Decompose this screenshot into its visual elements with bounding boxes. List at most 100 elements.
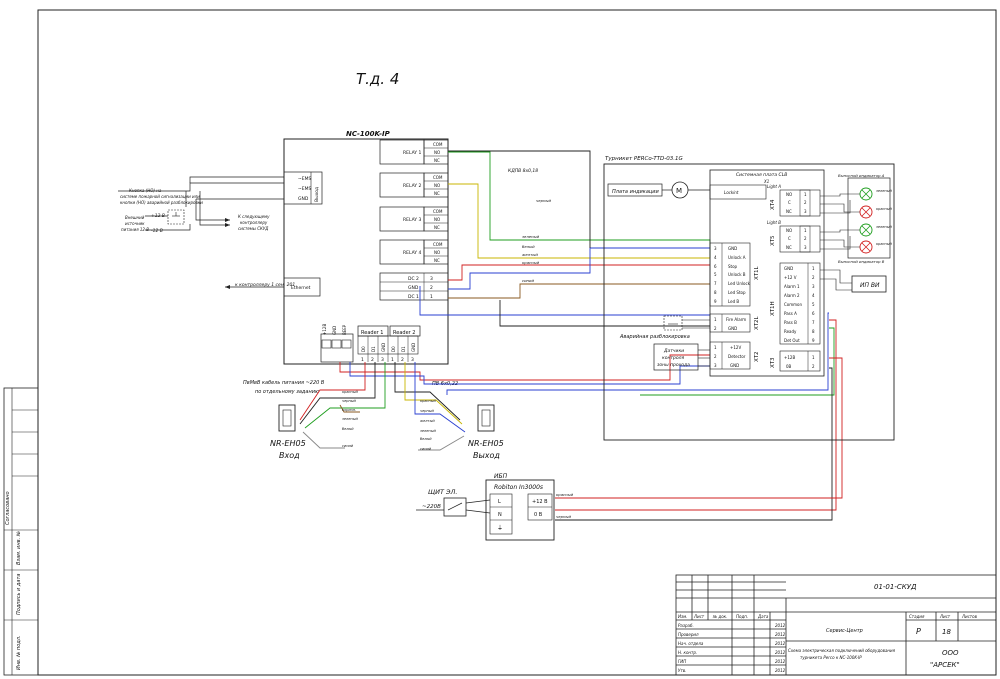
company-name: Сервис-Центр (826, 628, 863, 634)
board-title: Системная плата CLB (736, 172, 787, 178)
xt1h-pin-num-3: 3 (812, 284, 815, 289)
board-x1: X1 (763, 179, 769, 184)
xt1l-pin-num-7: 9 (714, 299, 717, 304)
rd2-black: черный (420, 409, 434, 413)
stamp-date-5: 2012 (775, 659, 786, 664)
xt1h-pin-num-5: 5 (812, 302, 815, 307)
xt5-nc: NC (786, 245, 792, 250)
xt1h-pin-3: Alarm 1 (784, 284, 800, 289)
ups-block: ИБП Robiton In3000s L N ⏚ +12 В 0 В ЩИТ … (416, 473, 574, 541)
strip-label-signature: Подпись и дата (16, 574, 22, 615)
xt5-no: NO (786, 228, 792, 233)
ups-terminal-l: L (498, 499, 501, 505)
relay-2: RELAY 2 СОМ NO NC (379, 172, 449, 198)
xt1l-terminal: XT1L 3 GND 4 Unlock A 6 Stop 5 Unlock B … (709, 242, 760, 307)
xt2-pin-1: +12V (730, 345, 741, 350)
left-notes: Кнопка (НО) на системе пожарной сигнализ… (120, 188, 295, 288)
rd1-white: белый (342, 427, 354, 431)
xt3-pin-num-1: 1 (812, 355, 815, 360)
relay-2-no: NO (434, 183, 440, 188)
sensor-label-3: зоны прохода (657, 363, 690, 368)
reader-num-6: 3 (411, 357, 414, 363)
xt3-terminal: XT3 +12В 1 0В 2 (770, 350, 821, 372)
rd2-green: зеленый (420, 429, 436, 433)
reader-entry-label: Вход (279, 451, 300, 460)
xt2-pin-2: Detector (728, 354, 746, 359)
xt1l-label: XT1L (754, 265, 760, 280)
stamp-date-2: 2012 (775, 632, 786, 637)
reader-1-gnd: GND (381, 343, 386, 352)
reader-num-5: 2 (401, 357, 404, 363)
input-label-2: ~EMS (298, 186, 311, 192)
relay-4: RELAY 4 СОМ NO NC (379, 239, 449, 265)
io-dc2-num: 3 (430, 276, 433, 282)
xt3-label: XT3 (770, 357, 776, 368)
reader-1-d1: D1 (371, 346, 376, 352)
stage-value: Р (916, 627, 921, 636)
xt4-no-num: 1 (804, 192, 807, 197)
relay-4-label: RELAY 4 (403, 250, 421, 256)
external-power-1: Внешний (125, 215, 145, 220)
io-dc1-num: 1 (430, 294, 433, 300)
relay-3-no: NO (434, 217, 440, 222)
io-gnd-num: 2 (430, 285, 433, 291)
org-line-2: "АРСЕК" (930, 661, 960, 669)
xt1h-pin-2: +12 V (784, 275, 797, 280)
rd1-red: красный (342, 390, 358, 394)
controller-title: NC-100K-IP (346, 130, 391, 138)
turnstile-block: Турникет PERCo-TTD-03.1G Системная плата… (603, 156, 895, 441)
relay-1-nc: NC (434, 158, 440, 163)
xt1l-pin-2: Unlock A (728, 255, 746, 260)
arrow-to-system (225, 218, 230, 227)
stamp-role-1: Разраб. (678, 623, 694, 628)
stamp-col-sheet: Лист (693, 614, 705, 619)
xt1l-pin-num-6: 8 (714, 290, 717, 295)
xt1h-pin-8: Ready (784, 329, 797, 334)
light-b-label: Light B (767, 220, 781, 225)
relay-2-com: СОМ (433, 175, 443, 180)
relay-1: RELAY 1 СОМ NO NC (379, 139, 449, 165)
sensor-label-2: контроля (662, 356, 685, 361)
xt1l-pin-4: Unlock B (728, 272, 746, 277)
title-stamp (675, 574, 997, 676)
xt2l-pin-num-2: 2 (714, 326, 717, 331)
reader-num-4: 1 (391, 357, 394, 363)
xt2-label: XT2 (754, 351, 760, 362)
ups-model: Robiton In3000s (494, 484, 543, 491)
wire-label-green: зеленый (522, 234, 540, 239)
relay-3-nc: NC (434, 225, 440, 230)
xt1l-pin-5: Led Unlock (728, 281, 751, 286)
ups-terminal-n: N (498, 512, 502, 518)
cable-supply-1: ПвМвВ кабель питания ~220 В (243, 380, 325, 386)
wire-label-yellow: желтый (521, 252, 538, 257)
power-label-gnd: GND (332, 326, 337, 335)
xt4-nc-num: 3 (804, 209, 807, 214)
wire-label-blue: синий (522, 278, 535, 283)
relay-3-com: СОМ (433, 209, 443, 214)
indicator-b-label: Выносной индикатор В (838, 259, 885, 264)
left-stamp-strip: Согласовано Взам. инв. № Подпись и дата … (3, 387, 39, 676)
passage-sensor (653, 343, 699, 371)
xt1h-pin-9: Det Out (784, 338, 800, 343)
emergency-unlock-button (663, 315, 683, 331)
xt2l-pin-num-1: 1 (714, 317, 717, 322)
title-stamp-text: 01-01-СКУД Изм. Лист № док. Подп. Дата Р… (678, 583, 978, 673)
xt1h-pin-1: GND (784, 266, 793, 271)
relay-3-label: RELAY 3 (403, 217, 421, 223)
reader-exit-label: Выход (473, 451, 500, 460)
remote-indicators (847, 177, 891, 259)
to-system-3: системы СКУД (238, 226, 268, 231)
io-dc2: DC 2 (408, 276, 419, 282)
external-power-3: питания 12 В (121, 227, 149, 232)
rd2-white: белый (420, 437, 432, 441)
reader-2-gnd: GND (411, 343, 416, 352)
wire-color-labels: черный зеленый белый желтый красный сини… (342, 198, 551, 451)
reader-1-d0: D0 (361, 346, 366, 352)
sheet-value: 18 (942, 628, 951, 636)
sheets-header: Листов (961, 614, 978, 619)
cable-upper-label: КДПВ 8х0,18 (508, 168, 538, 174)
cable-supply-2: по отдельному заданию (255, 389, 319, 395)
reader-num-1: 1 (361, 357, 364, 363)
xt4-c-num: 2 (804, 200, 807, 205)
xt1l-pin-num-4: 5 (714, 272, 717, 277)
